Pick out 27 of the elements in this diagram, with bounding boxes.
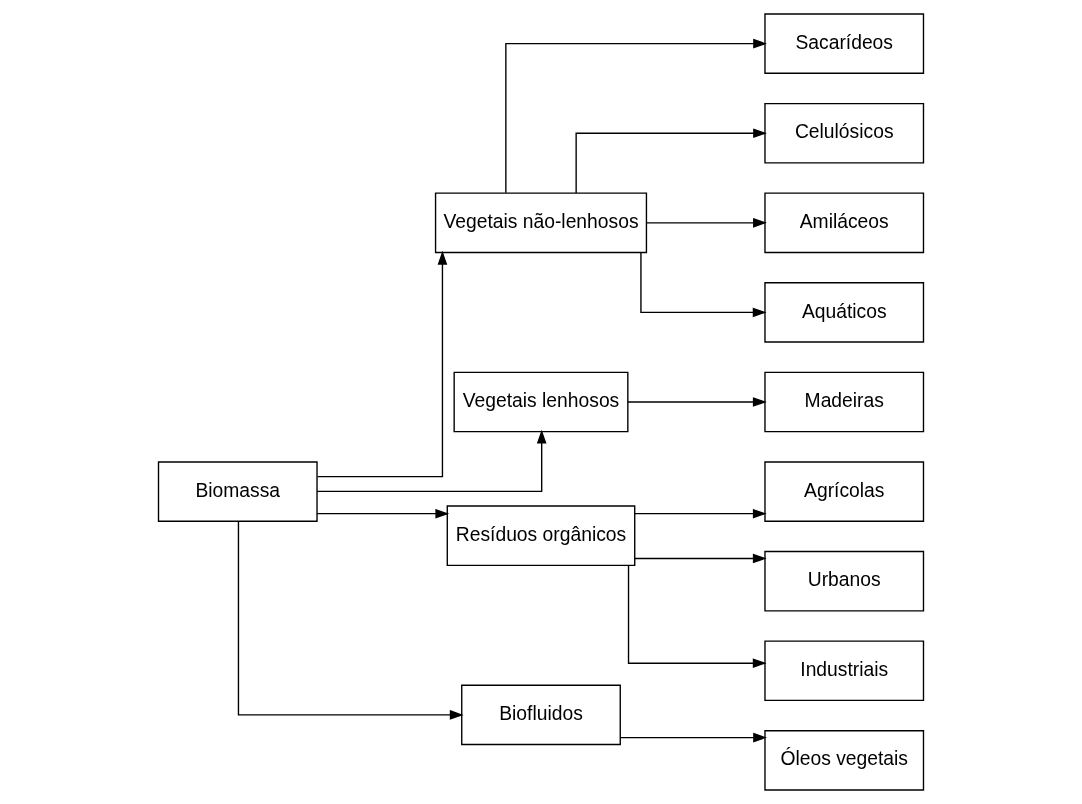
arrow — [627, 565, 767, 669]
arrow — [575, 128, 767, 194]
arrow — [640, 251, 767, 318]
node-box: Agrícolas — [764, 461, 925, 522]
arrow — [316, 250, 448, 478]
arrow — [619, 732, 767, 743]
node-box: Celulósicos — [764, 102, 925, 164]
arrow — [316, 508, 450, 519]
node-box: Biomassa — [157, 461, 318, 522]
node-box: Amiláceos — [764, 192, 925, 254]
node-box: Sacarídeos — [764, 13, 925, 74]
node-box: Vegetais lenhosos — [453, 371, 629, 433]
arrow — [316, 429, 547, 493]
arrow — [627, 397, 767, 407]
node-box: Resíduos orgânicos — [446, 505, 636, 567]
node-box: Urbanos — [764, 550, 925, 612]
node-box: Vegetais não-lenhosos — [434, 192, 648, 254]
node-box: Madeiras — [764, 371, 925, 433]
arrow — [505, 38, 767, 194]
node-box: Industriais — [764, 640, 925, 702]
arrow — [645, 218, 767, 228]
arrow — [237, 520, 464, 720]
arrow — [634, 508, 767, 519]
node-box: Aquáticos — [764, 282, 925, 343]
arrow — [634, 553, 767, 564]
node-box: Biofluidos — [461, 684, 621, 746]
node-box: Óleos vegetais — [764, 730, 925, 791]
